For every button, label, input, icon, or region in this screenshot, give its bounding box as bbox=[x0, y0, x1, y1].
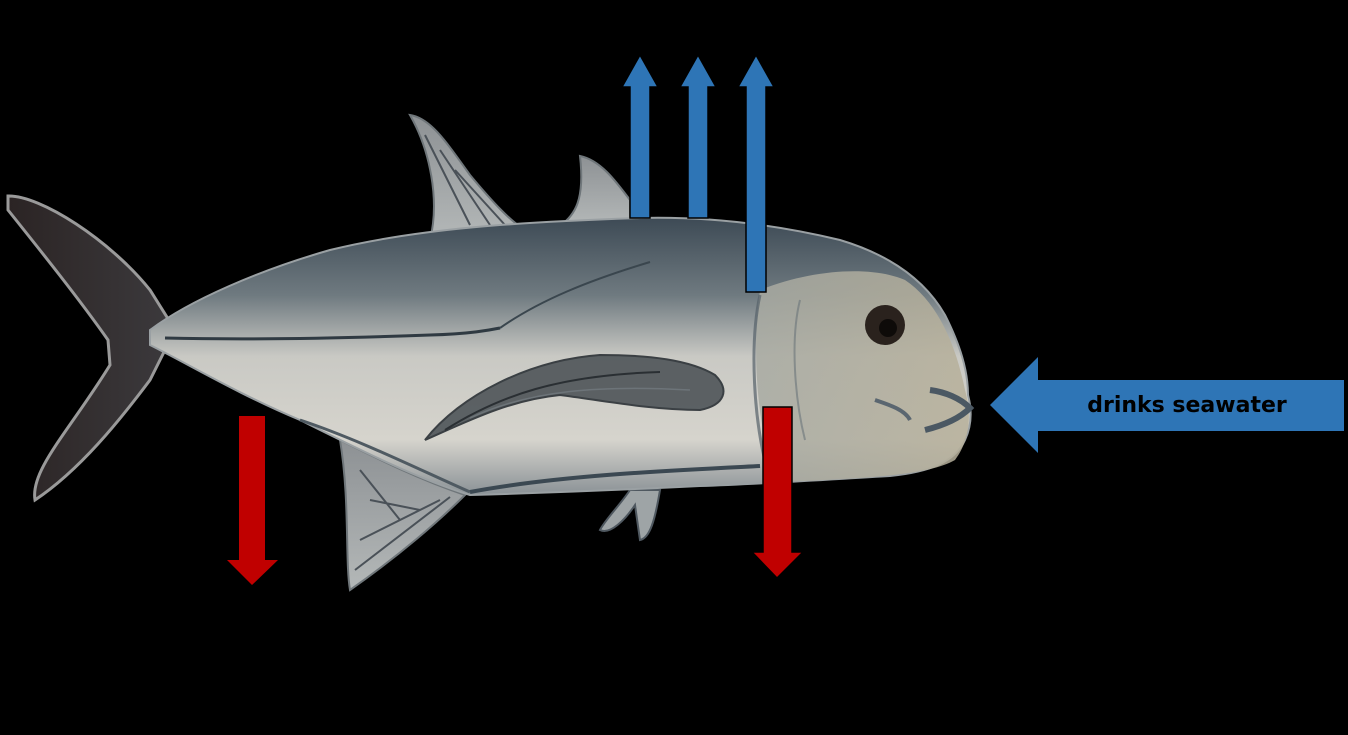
excretion-down-arrow-2 bbox=[750, 406, 805, 580]
tail-fin bbox=[6, 194, 177, 503]
dorsal-fin bbox=[408, 113, 525, 242]
pectoral-fin bbox=[424, 353, 725, 441]
fish-head bbox=[752, 271, 975, 482]
water-loss-up-arrow-2 bbox=[678, 53, 718, 219]
water-loss-up-arrow-3 bbox=[736, 53, 776, 293]
excretion-down-arrow-1 bbox=[227, 416, 278, 585]
pelvic-fin bbox=[598, 489, 662, 542]
water-loss-up-arrow-1 bbox=[620, 53, 660, 219]
drinks-seawater-arrow bbox=[990, 357, 1344, 453]
drinks-seawater-label: drinks seawater bbox=[1087, 393, 1287, 418]
lateral-line bbox=[164, 261, 761, 494]
